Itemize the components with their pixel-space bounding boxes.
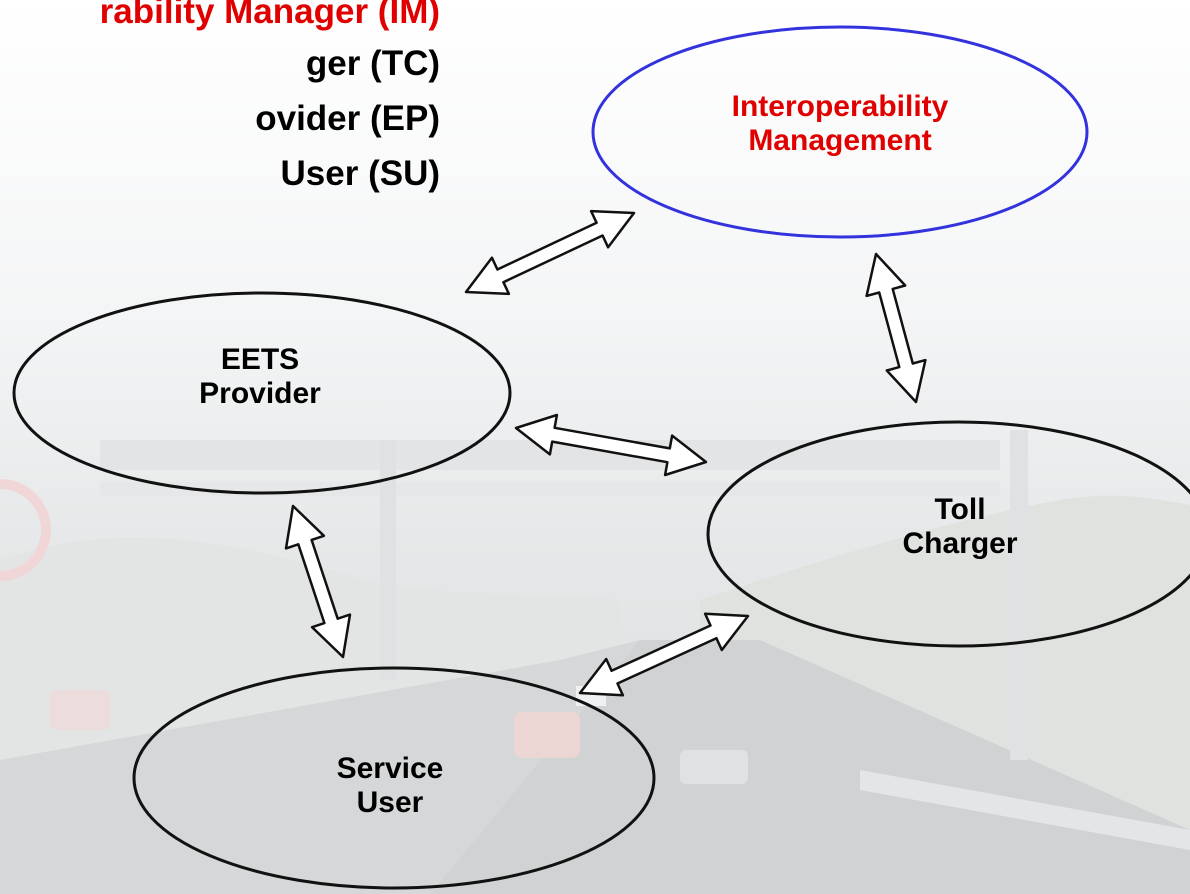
node-label-line: Toll [934, 493, 986, 526]
legend-item-tc: ger (TC) [305, 44, 440, 83]
node-label-line: Interoperability [731, 90, 949, 123]
legend-item-ep: ovider (EP) [255, 99, 440, 138]
node-label-line: Charger [902, 527, 1018, 560]
node-eets-provider [12, 291, 512, 495]
legend-item-su: User (SU) [280, 154, 440, 193]
node-toll-charger [706, 420, 1190, 648]
connection-arrow-ep-im [464, 209, 636, 296]
connection-arrow-ep-tc [514, 413, 708, 477]
node-label-line: Service [336, 752, 444, 785]
node-label-eets-provider: EETS Provider [60, 343, 460, 411]
connection-arrow-ep-su [284, 504, 352, 659]
node-label-line: EETS [220, 343, 300, 376]
node-service-user [132, 666, 656, 890]
node-label-interoperability-management: Interoperability Management [620, 90, 1060, 158]
node-label-line: User [356, 786, 424, 819]
node-interoperability-management [591, 25, 1089, 239]
legend-item-im: rability Manager (IM) [99, 0, 440, 31]
node-label-service-user: Service User [190, 752, 590, 820]
node-label-line: Provider [199, 377, 321, 410]
connection-arrow-su-tc [578, 612, 750, 697]
connection-arrow-im-tc [865, 252, 927, 404]
node-label-line: Management [748, 124, 932, 157]
role-legend: rability Manager (IM) ger (TC) ovider (E… [0, 0, 560, 240]
node-label-toll-charger: Toll Charger [760, 493, 1160, 561]
